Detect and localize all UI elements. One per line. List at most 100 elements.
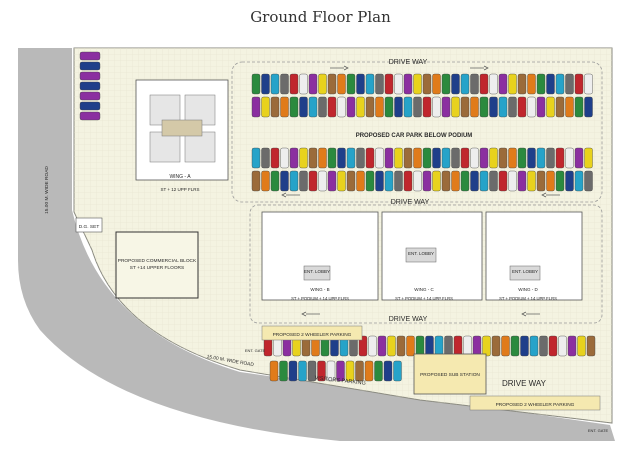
parked-car [403,96,413,118]
sub-station-box [413,353,487,395]
parked-car [396,335,406,357]
parked-car [79,111,101,121]
parked-car [482,335,491,357]
parked-car [441,170,451,192]
parked-car [326,360,336,382]
parked-car [432,96,441,118]
parked-car [403,147,413,169]
parked-car [355,360,364,382]
parked-car [270,147,280,169]
parked-car [470,147,479,169]
two-wheeler-strip-bottom [469,395,601,411]
parked-car [536,73,546,95]
parked-car [279,360,288,382]
parked-car [308,147,318,169]
parked-car [406,335,415,357]
parked-car [358,335,368,357]
parked-car [318,96,327,118]
parked-car [337,96,346,118]
parked-car [261,170,270,192]
parked-car [403,73,413,95]
parked-car [308,73,318,95]
parked-car [546,170,555,192]
parked-car [548,335,558,357]
wing-d-label: WING - D [518,287,538,292]
parked-car [491,335,501,357]
parked-car [327,170,337,192]
parked-car [336,360,345,382]
parked-car [432,73,441,95]
parked-car [441,147,451,169]
wing-a-building [135,79,229,181]
parked-car [299,73,308,95]
parked-car [346,170,356,192]
parked-car [413,73,422,95]
parked-car [460,147,470,169]
parked-car [546,147,555,169]
parked-car [479,170,489,192]
parked-car [365,170,375,192]
parked-car [261,73,270,95]
parked-car [364,360,374,382]
parked-car [346,73,356,95]
parked-car [384,96,394,118]
parked-car [586,335,596,357]
parked-car [298,360,307,382]
parked-car [584,96,593,118]
parked-car [453,335,463,357]
parked-car [489,73,498,95]
parked-car [365,73,375,95]
parked-car [565,73,574,95]
parked-car [346,147,356,169]
parked-car [422,170,432,192]
parked-car [536,147,546,169]
parked-car [422,96,432,118]
parked-car [529,335,539,357]
parked-car [584,147,593,169]
parked-car [451,147,460,169]
drive-way-label-mid: DRIVE WAY [391,199,430,206]
commercial-block-label: PROPOSED COMMERCIAL BLOCK [118,258,197,264]
parked-car [270,73,280,95]
parked-car [327,73,337,95]
parked-car [415,335,425,357]
parked-car [479,147,489,169]
parked-car [251,73,261,95]
parked-car [318,147,327,169]
wing-d-building [485,211,583,301]
parked-car [383,360,393,382]
parked-car [79,71,101,81]
page-title: Ground Floor Plan [250,8,391,26]
parked-car [517,147,527,169]
parked-car [498,147,508,169]
commercial-block-floors: ST +14 UPPER FLOORS [130,265,184,271]
parked-car [375,73,384,95]
parked-car [422,147,432,169]
parked-car [460,170,470,192]
road [18,48,615,441]
wing-c-floors: ST + PODIUM + 14 UPP FLRS [395,296,453,301]
parked-car [565,170,574,192]
parked-car [498,170,508,192]
parked-car [574,73,584,95]
parked-car [289,170,299,192]
parked-car [536,170,546,192]
parked-car [577,335,586,357]
parked-car [337,170,346,192]
wing-b-building [261,211,379,301]
parked-car [527,73,536,95]
parked-car [555,170,565,192]
parked-car [79,91,101,101]
parked-car [422,73,432,95]
parked-car [460,96,470,118]
parked-car [508,73,517,95]
parked-car [546,96,555,118]
car-park-label: PROPOSED CAR PARK BELOW PODIUM [356,133,473,139]
ent-gate-right-label: ENT. GATE [588,428,609,433]
parked-car [413,96,422,118]
parked-car [270,96,280,118]
parked-car [345,360,355,382]
parked-car [441,73,451,95]
parked-car [356,170,365,192]
parked-car [269,360,279,382]
